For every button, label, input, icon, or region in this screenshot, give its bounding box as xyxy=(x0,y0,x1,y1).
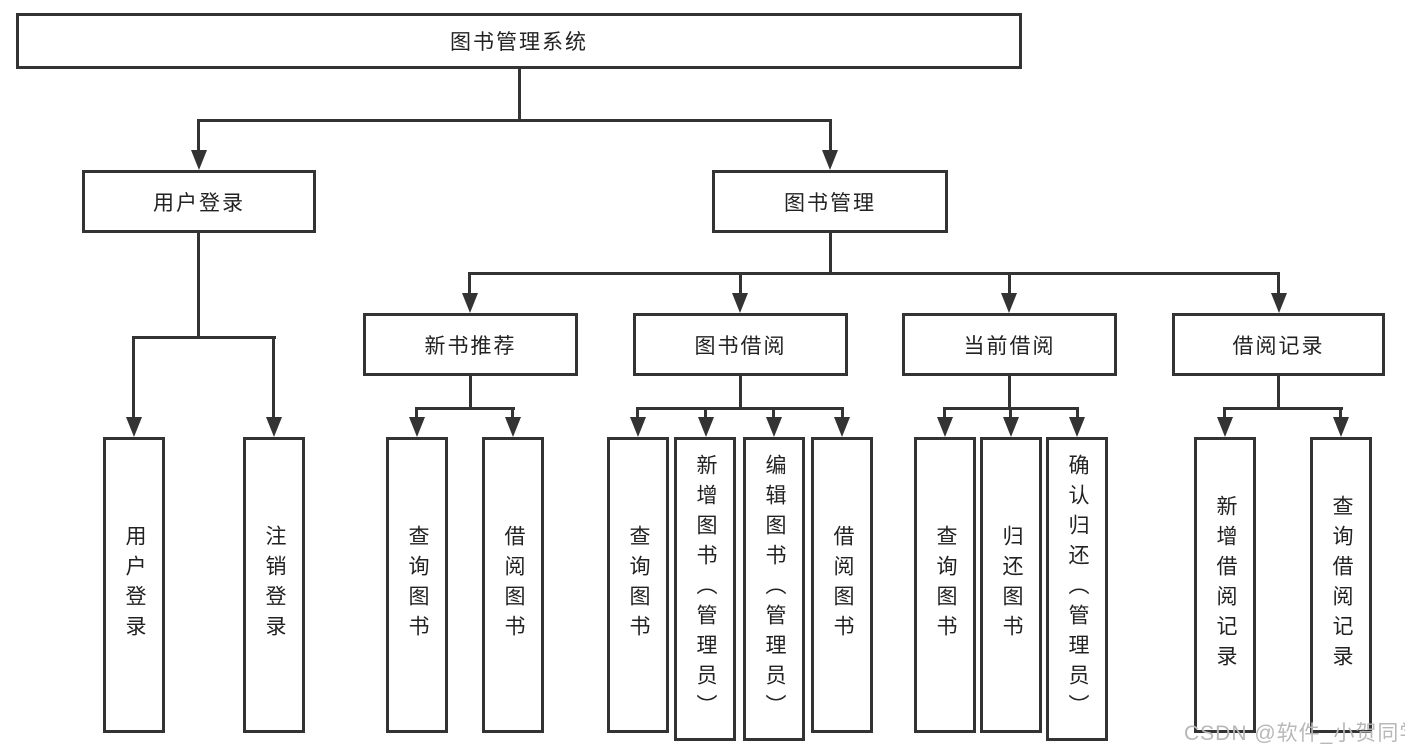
leaf-return-books: 归还图书 xyxy=(980,437,1042,733)
arrowhead xyxy=(462,293,478,313)
connector-line xyxy=(132,336,135,422)
node-user-login: 用户登录 xyxy=(82,170,316,233)
leaf-logout: 注销登录 xyxy=(243,437,305,733)
node-new-book-recommend: 新书推荐 xyxy=(363,313,578,376)
arrowhead xyxy=(698,417,714,437)
connector-line xyxy=(1008,272,1011,298)
arrowhead xyxy=(937,417,953,437)
node-library-system: 图书管理系统 xyxy=(16,13,1022,69)
connector-line xyxy=(636,407,844,410)
arrowhead xyxy=(1001,293,1017,313)
leaf-query-books-recommend: 查询图书 xyxy=(386,437,448,733)
connector-line xyxy=(1339,407,1342,421)
connector-line xyxy=(841,407,844,421)
leaf-query-borrow-record: 查询借阅记录 xyxy=(1310,437,1372,733)
arrowhead xyxy=(822,150,838,170)
connector-line xyxy=(1076,407,1079,421)
connector-line xyxy=(943,407,946,421)
connector-line xyxy=(272,336,275,422)
arrowhead xyxy=(1069,417,1085,437)
leaf-query-books-current: 查询图书 xyxy=(914,437,976,733)
connector-line xyxy=(415,407,515,410)
arrowhead xyxy=(266,417,282,437)
node-current-borrow: 当前借阅 xyxy=(902,313,1117,376)
connector-line xyxy=(739,272,742,298)
connector-line xyxy=(197,119,200,153)
connector-line xyxy=(1223,407,1343,410)
connector-line xyxy=(636,407,639,421)
arrowhead xyxy=(766,417,782,437)
connector-line xyxy=(739,376,742,407)
connector-line xyxy=(1223,407,1226,421)
leaf-add-books-admin: 新增图书（管理员） xyxy=(674,437,736,741)
connector-line xyxy=(468,272,471,298)
arrowhead xyxy=(1003,417,1019,437)
arrowhead xyxy=(409,417,425,437)
connector-line xyxy=(1008,376,1011,407)
arrowhead xyxy=(126,417,142,437)
node-book-management: 图书管理 xyxy=(712,170,948,233)
connector-line xyxy=(1009,407,1012,421)
arrowhead xyxy=(1217,417,1233,437)
node-book-borrow: 图书借阅 xyxy=(633,313,848,376)
connector-line xyxy=(468,272,1280,275)
connector-line xyxy=(772,407,775,421)
arrowhead xyxy=(1333,417,1349,437)
arrowhead xyxy=(505,417,521,437)
connector-line xyxy=(132,336,276,339)
arrowhead xyxy=(732,293,748,313)
connector-line xyxy=(197,119,831,122)
connector-line xyxy=(704,407,707,421)
connector-line xyxy=(1277,272,1280,298)
leaf-confirm-return-admin: 确认归还（管理员） xyxy=(1046,437,1108,741)
node-borrow-records: 借阅记录 xyxy=(1172,313,1385,376)
leaf-edit-books-admin: 编辑图书（管理员） xyxy=(743,437,805,741)
connector-line xyxy=(518,69,521,119)
watermark-text: CSDN @软件_小贺同学 xyxy=(1184,722,1405,745)
connector-line xyxy=(469,376,472,407)
connector-line xyxy=(197,233,200,336)
leaf-add-borrow-record: 新增借阅记录 xyxy=(1194,437,1256,733)
connector-line xyxy=(829,233,832,272)
leaf-query-books-borrow: 查询图书 xyxy=(607,437,669,733)
leaf-borrow-books-recommend: 借阅图书 xyxy=(482,437,544,733)
connector-line xyxy=(829,119,832,153)
arrowhead xyxy=(630,417,646,437)
arrowhead xyxy=(834,417,850,437)
connector-line xyxy=(511,407,514,421)
leaf-borrow-books: 借阅图书 xyxy=(811,437,873,733)
connector-line xyxy=(415,407,418,421)
arrowhead xyxy=(1271,293,1287,313)
arrowhead xyxy=(191,150,207,170)
connector-line xyxy=(1277,376,1280,407)
leaf-user-login: 用户登录 xyxy=(103,437,165,733)
